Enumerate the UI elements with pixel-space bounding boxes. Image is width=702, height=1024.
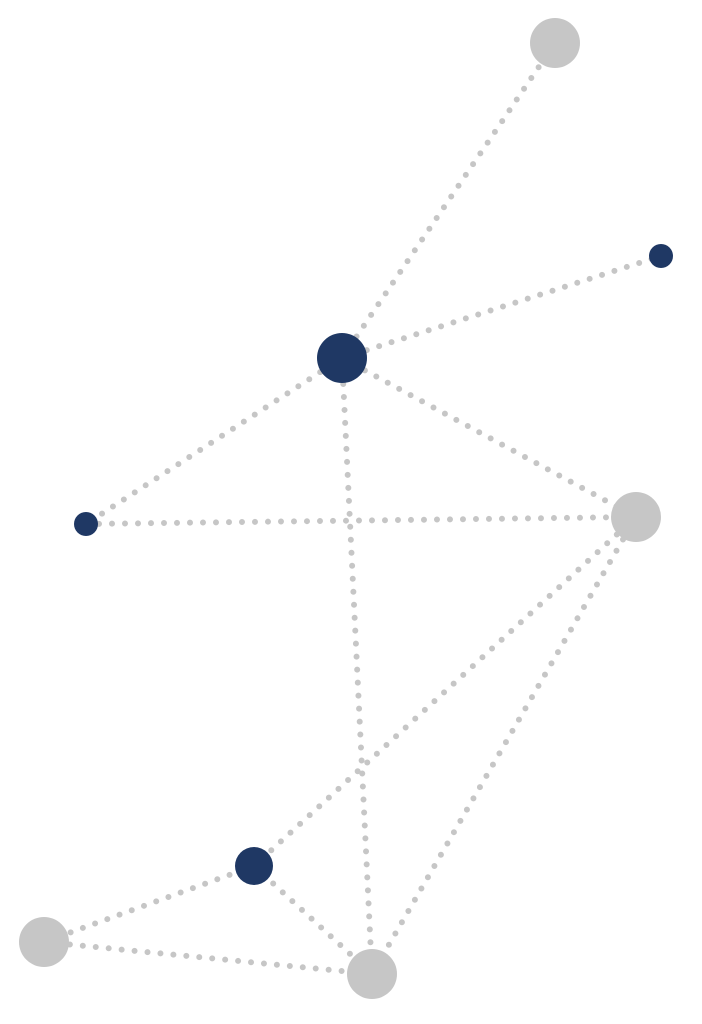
node-b [649, 244, 673, 268]
node-d [74, 512, 98, 536]
node-h [347, 949, 397, 999]
edge-d-e [83, 514, 639, 527]
node-c [317, 333, 367, 383]
node-f [235, 847, 273, 885]
nodes-layer [19, 18, 673, 999]
edge-c-e [339, 355, 639, 520]
node-g [19, 917, 69, 967]
edge-c-b [339, 253, 664, 361]
node-e [611, 492, 661, 542]
edge-f-h [251, 863, 375, 977]
edge-f-g [41, 863, 257, 945]
node-a [530, 18, 580, 68]
edge-e-h [369, 514, 639, 977]
edges-layer [41, 40, 664, 977]
edge-c-h [339, 355, 375, 977]
edge-c-a [339, 40, 558, 361]
edge-e-f [251, 514, 639, 869]
edge-c-d [83, 355, 345, 527]
edge-g-h [41, 939, 375, 977]
